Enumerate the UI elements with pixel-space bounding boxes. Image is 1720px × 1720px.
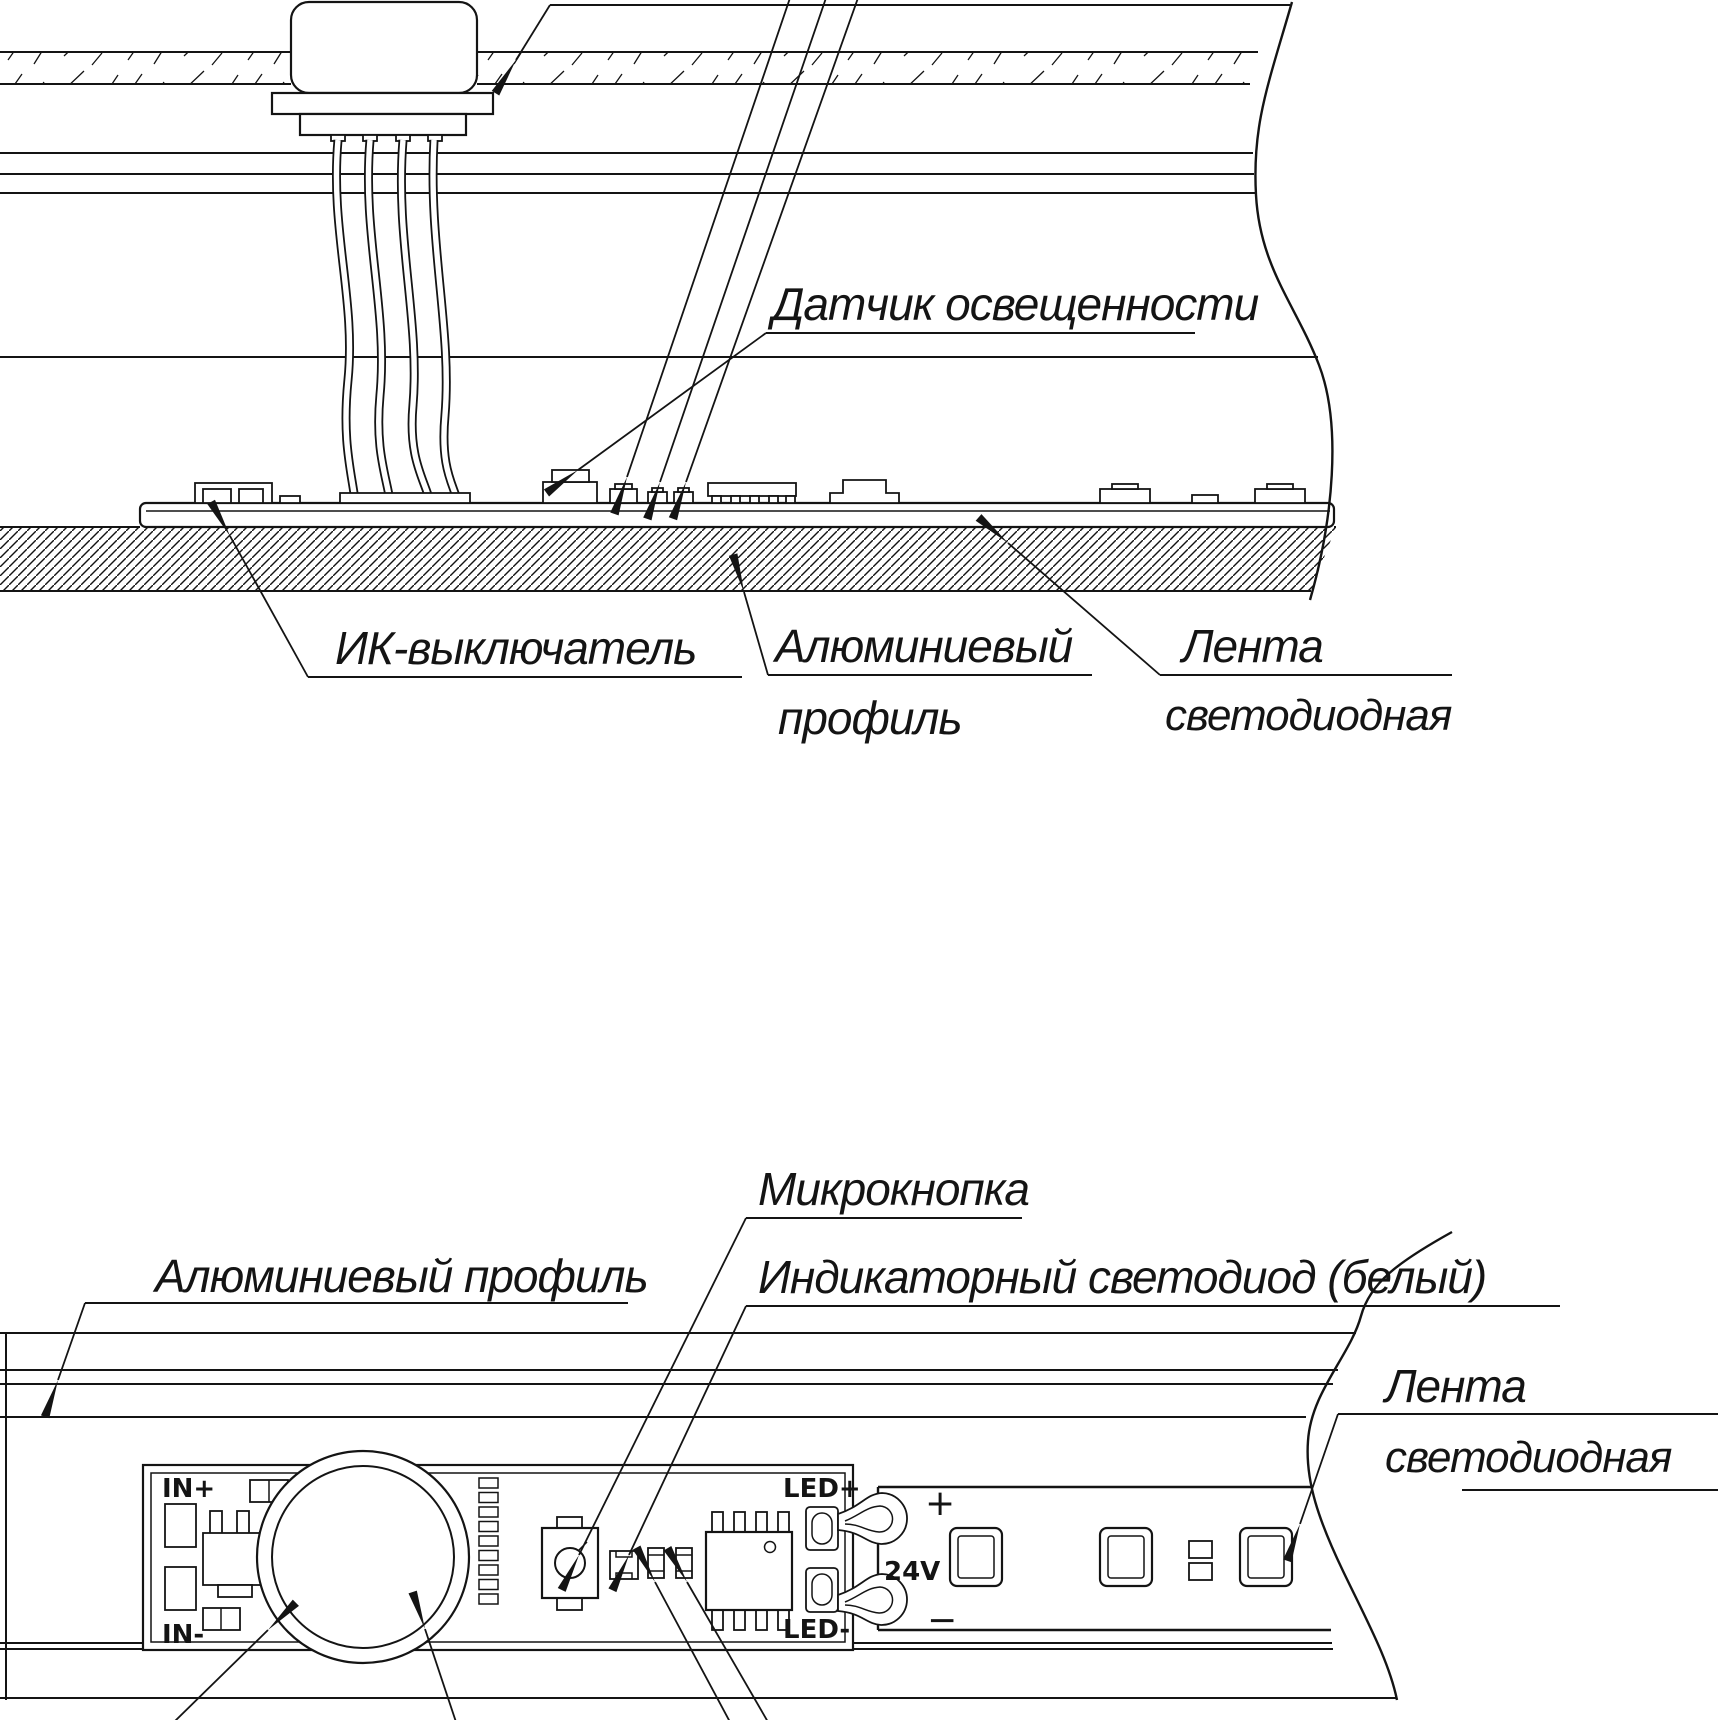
top-section: Датчик освещенности ИК-выключатель Алюми… bbox=[0, 0, 1453, 744]
label-micro-button: Микрокнопка bbox=[758, 1163, 1029, 1215]
leader-to-sensor-lens bbox=[408, 1590, 457, 1720]
power-plug bbox=[270, 0, 495, 142]
bottom-section: IN+ IN- bbox=[0, 1163, 1718, 1720]
smd-component bbox=[1191, 494, 1219, 504]
solder-pad bbox=[164, 1503, 197, 1548]
solder-wire-loop bbox=[837, 1492, 908, 1545]
cutoff-callouts-top bbox=[491, 0, 1290, 521]
callout-aluminum-profile-bottom: Алюминиевый профиль bbox=[40, 1250, 649, 1419]
plug-body bbox=[289, 0, 479, 95]
break-line bbox=[1254, 1, 1334, 601]
marking-in-minus: IN- bbox=[162, 1620, 204, 1650]
leader-to-shelf bbox=[491, 4, 551, 96]
marking-led-minus: LED- bbox=[783, 1615, 850, 1645]
leader-to-pad bbox=[663, 1546, 768, 1720]
label-led-strip-1: Лента bbox=[1179, 620, 1323, 672]
label-ir-switch: ИК-выключатель bbox=[335, 622, 696, 674]
label-aluminum-profile-2: профиль bbox=[778, 692, 962, 744]
mounting-clip bbox=[829, 479, 900, 504]
led-smd-side bbox=[1254, 483, 1306, 504]
label-aluminum-profile-1: Алюминиевый bbox=[772, 620, 1073, 672]
smd-transistor bbox=[202, 1510, 266, 1598]
leader-to-pad bbox=[632, 1545, 730, 1720]
smd-component bbox=[673, 487, 694, 504]
label-indicator-led: Индикаторный светодиод (белый) bbox=[758, 1251, 1486, 1303]
marking-strip-minus: − bbox=[927, 1600, 957, 1641]
label-led-strip-1: Лента bbox=[1382, 1360, 1526, 1412]
callout-led-strip-bottom: Лента светодиодная bbox=[1283, 1360, 1718, 1563]
leader-to-component bbox=[610, 0, 791, 516]
callout-light-sensor: Датчик освещенности bbox=[543, 278, 1260, 497]
leader-to-component bbox=[668, 0, 859, 521]
solder-pad bbox=[164, 1566, 197, 1611]
wire bbox=[363, 139, 395, 502]
break-line bbox=[1306, 1230, 1453, 1701]
marking-strip-plus: + bbox=[925, 1483, 955, 1524]
label-light-sensor: Датчик освещенности bbox=[767, 278, 1259, 330]
ic-chip-top bbox=[704, 1511, 794, 1631]
pad-row bbox=[478, 1477, 499, 1605]
plug-flange bbox=[270, 91, 495, 116]
leader-to-pcb bbox=[174, 1599, 299, 1720]
wire bbox=[396, 139, 435, 504]
aluminum-profile-hatch bbox=[0, 526, 1336, 592]
strip-resistor bbox=[1188, 1540, 1213, 1581]
micro-button bbox=[540, 1516, 600, 1611]
ic-chip-side bbox=[707, 482, 797, 504]
label-led-strip-2: светодиодная bbox=[1165, 691, 1452, 740]
strip-led bbox=[1238, 1526, 1294, 1588]
shelf-panel bbox=[0, 51, 1258, 85]
solder-wire-loop bbox=[837, 1573, 908, 1626]
wire-connector-block bbox=[339, 492, 471, 504]
leader-to-component bbox=[643, 0, 827, 521]
smd-component bbox=[609, 483, 638, 504]
callout-ir-switch: ИК-выключатель bbox=[207, 499, 742, 678]
marking-in-plus: IN+ bbox=[162, 1474, 215, 1504]
led-output-pads bbox=[805, 1506, 839, 1613]
label-led-strip-2: светодиодная bbox=[1385, 1433, 1672, 1482]
smd-component bbox=[647, 487, 668, 504]
callout-aluminum-profile-top: Алюминиевый профиль bbox=[728, 553, 1092, 744]
smd-chip bbox=[202, 1607, 241, 1631]
terminal-block bbox=[194, 482, 301, 504]
indicator-led-component bbox=[609, 1550, 639, 1580]
callout-micro-button: Микрокнопка bbox=[557, 1163, 1030, 1592]
strip-led bbox=[1098, 1526, 1154, 1588]
callout-indicator-led: Индикаторный светодиод (белый) bbox=[608, 1251, 1560, 1593]
light-sensor-component bbox=[542, 469, 598, 504]
marking-led-plus: LED+ bbox=[783, 1474, 861, 1504]
wire bbox=[331, 139, 360, 501]
led-strip-top-view: + 24V − bbox=[837, 1483, 1331, 1641]
wire bbox=[428, 139, 463, 505]
ir-sensor-lens bbox=[255, 1449, 471, 1665]
plug-base bbox=[298, 112, 468, 137]
led-smd-side bbox=[1099, 483, 1151, 504]
profile-section-lines bbox=[0, 152, 1318, 358]
pcb-side-view bbox=[138, 469, 1336, 529]
callout-led-strip-top: Лента светодиодная bbox=[975, 514, 1453, 740]
label-aluminum-profile: Алюминиевый профиль bbox=[152, 1250, 648, 1302]
marking-strip-voltage: 24V bbox=[884, 1557, 940, 1587]
plug-wires bbox=[331, 139, 463, 505]
cutoff-callouts-bottom bbox=[174, 1545, 768, 1720]
pcb-top-view: IN+ IN- bbox=[141, 1449, 861, 1665]
strip-led bbox=[948, 1526, 1004, 1588]
